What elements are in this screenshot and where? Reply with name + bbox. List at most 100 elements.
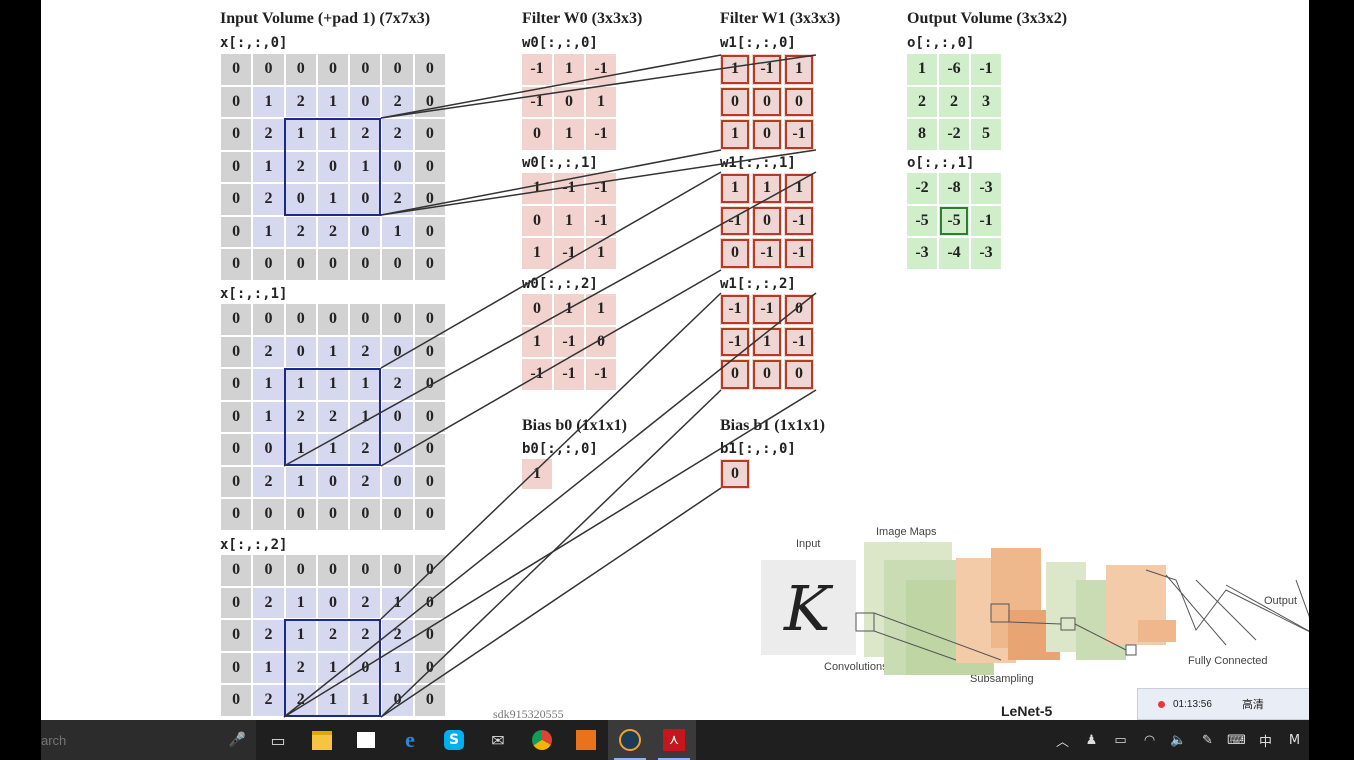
pen-icon[interactable]: ✎ [1202,732,1213,748]
keyboard-icon[interactable]: ⌨ [1227,732,1246,748]
mic-icon[interactable]: 🎤 [228,732,246,748]
grid-cell: -2 [939,119,969,150]
language-indicator[interactable]: 中 [1258,734,1272,750]
grid-cell: 0 [414,434,446,465]
grid-cell: 1 [253,401,284,432]
grid-cell: 0 [414,249,446,280]
wifi-icon[interactable]: ◠ [1143,732,1156,748]
grid-cell: -2 [907,173,937,204]
grid-cell: 2 [382,620,413,651]
grid-cell: 0 [414,466,446,497]
grid-cell: 2 [253,620,284,651]
grid-cell: 1 [253,652,284,683]
ime-indicator[interactable]: M [1288,732,1301,748]
notification-app-icon[interactable]: ♟ [1085,732,1098,748]
record-icon[interactable] [1158,700,1165,708]
grid-cell: 0 [522,205,552,236]
grid-cell: 0 [586,326,616,357]
grid-cell: 0 [414,499,446,530]
lenet-diagram: Input Image Maps Output Convolutions Sub… [756,520,1309,720]
grid-cell: 1 [382,216,413,247]
grid-cell: 0 [285,336,316,367]
grid-cell: 0 [350,304,381,335]
grid-cell: 0 [752,205,782,236]
task-view-icon[interactable]: ▭ [270,730,286,750]
watermark: sdk915320555 [493,707,564,720]
grid-cell: 0 [414,336,446,367]
grid-cell: 1 [554,205,584,236]
recording-time: 01:13:56 [1173,698,1212,710]
grid-cell: 1 [253,151,284,182]
grid-cell: 0 [317,54,349,85]
grid-cell: 0 [382,304,413,335]
input-slice-label: x[:,:,2] [220,537,288,553]
grid-cell: -4 [939,238,969,269]
grid-cell: 0 [221,555,252,586]
w1-slice-label: w1[:,:,0] [720,35,796,51]
grid-cell: 0 [350,216,381,247]
app-dark-icon[interactable] [608,720,652,760]
grid-cell: 0 [221,184,252,215]
grid-cell: -1 [784,238,814,269]
grid-cell: 0 [253,54,284,85]
recording-controls[interactable]: 01:13:56 高清 [1137,688,1309,720]
file-explorer-icon[interactable] [300,720,344,760]
grid-cell: 0 [382,555,413,586]
grid-cell: 1 [285,466,316,497]
grid-cell: -1 [586,119,616,150]
grid-cell: 2 [382,369,413,400]
grid-cell: 1 [317,184,349,215]
grid-cell: 1 [317,336,349,367]
system-tray: ︿ ♟ ▭ ◠ 🔈 ✎ ⌨ 中 M [1048,720,1309,760]
grid-cell: 0 [253,499,284,530]
grid-cell: 0 [253,304,284,335]
grid-cell: 0 [414,401,446,432]
grid-cell: 2 [285,216,316,247]
grid-cell: 0 [414,369,446,400]
bias-b0-value: 1 [522,459,552,489]
grid-cell: 0 [350,184,381,215]
app-orange-icon[interactable] [564,720,608,760]
grid-cell: 2 [382,86,413,117]
chrome-icon[interactable] [520,720,564,760]
grid-cell: 0 [414,304,446,335]
grid-cell: 0 [752,86,782,117]
grid-cell: 0 [414,54,446,85]
store-icon[interactable] [344,720,388,760]
grid-cell: 0 [382,54,413,85]
quality-button[interactable]: 高清 [1241,699,1264,711]
lecture-slide: Input Volume (+pad 1) (7x7x3) Filter W0 … [41,0,1309,720]
grid-cell: -5 [939,205,969,236]
mail-icon[interactable]: ✉ [491,730,505,750]
grid-cell: 1 [350,685,381,716]
grid-cell: 1 [720,54,750,85]
grid-cell: 1 [285,620,316,651]
grid-cell: 0 [285,54,316,85]
battery-icon[interactable]: ▭ [1114,732,1127,748]
grid-cell: 1 [317,369,349,400]
grid-cell: 2 [253,685,284,716]
grid-cell: 0 [317,555,349,586]
grid-cell: -1 [522,359,552,390]
search-input[interactable] [41,731,203,749]
grid-cell: 0 [285,304,316,335]
show-hidden-icons-icon[interactable]: ︿ [1055,734,1069,750]
acrobat-icon[interactable]: ⋏ [652,720,696,760]
skype-icon[interactable]: S [432,720,476,760]
grid-cell: 0 [720,86,750,117]
grid-cell: -1 [784,205,814,236]
grid-cell: 0 [221,249,252,280]
grid-cell: 0 [221,119,252,150]
taskbar-search[interactable]: 🎤 [41,720,256,760]
output-slice-label: o[:,:,1] [907,155,975,171]
grid-cell: 0 [720,238,750,269]
volume-icon[interactable]: 🔈 [1170,732,1187,748]
edge-icon[interactable]: e [405,727,415,752]
grid-cell: 1 [522,238,552,269]
grid-cell: -1 [752,54,782,85]
lenet-fully-connected-label: Fully Connected [1188,655,1268,667]
grid-cell: 1 [317,119,349,150]
grid-cell: 2 [350,119,381,150]
